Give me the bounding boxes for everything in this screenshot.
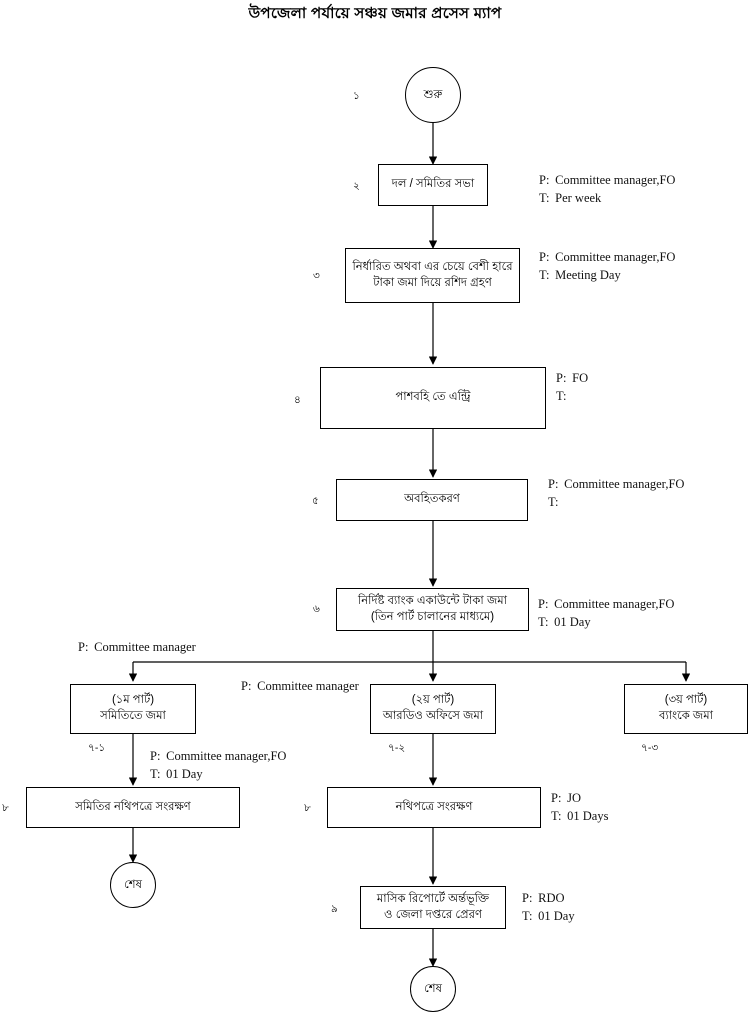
step-number-5: ৫ — [312, 495, 319, 507]
annotation-person-key: P: — [538, 597, 549, 611]
annotation-person-key: P: — [78, 640, 89, 654]
annotation-person-value: Committee manager,FO — [555, 173, 676, 187]
annotation-step-6: P: Committee manager,FO T: 01 Day — [538, 596, 674, 632]
annotation-time-key: T: — [539, 190, 550, 205]
annotation-person-key: P: — [556, 371, 567, 385]
annotation-person-value: Committee manager — [257, 679, 359, 693]
step-number-8-middle: ৮ — [304, 802, 311, 814]
annotation-person-value: Committee manager,FO — [554, 597, 675, 611]
annotation-person-value: Committee manager,FO — [166, 749, 287, 763]
node-part-1-society[interactable]: (১ম পার্ট) সমিতিতে জমা — [70, 684, 196, 734]
node-deposit-receipt[interactable]: নির্ধারিত অথবা এর চেয়ে বেশী হারে টাকা জ… — [345, 248, 520, 303]
step-number-2: ২ — [353, 180, 360, 192]
annotation-time-key: T: — [522, 908, 533, 923]
step-number-7-3: ৭-৩ — [641, 742, 659, 754]
annotation-time-value: 01 Day — [166, 766, 203, 781]
node-part-3-bank-line-1: (৩য় পার্ট) — [664, 694, 708, 707]
annotation-time-key: T: — [539, 267, 550, 282]
annotation-step-5: P: Committee manager,FO T: — [548, 476, 684, 512]
node-passbook-entry-line-1: পাশবহি তে এন্ট্রি — [395, 391, 471, 404]
annotation-person-value: FO — [572, 371, 589, 385]
node-bank-account-deposit-line-1: নির্দিষ্ট ব্যাংক একাউন্টে টাকা জমা — [358, 594, 507, 607]
annotation-person-key: P: — [548, 477, 559, 491]
step-number-7-1: ৭-১ — [88, 742, 106, 754]
annotation-time-key: T: — [551, 808, 562, 823]
annotation-person-key: P: — [241, 679, 252, 693]
node-part-1-society-line-2: সমিতিতে জমা — [100, 710, 166, 722]
annotation-step-9: P: RDO T: 01 Day — [522, 890, 575, 926]
node-part-1-society-line-1: (১ম পার্ট) — [111, 694, 155, 707]
annotation-time-value: 01 Day — [538, 908, 575, 923]
annotation-step-4: P: FO T: — [556, 370, 588, 406]
annotation-step-7-2: P: Committee manager — [241, 678, 359, 696]
annotation-step-8-left: P: Committee manager,FO T: 01 Day — [150, 748, 286, 784]
node-end-left-label: শেষ — [124, 878, 142, 891]
node-part-2-rdo-office-line-2: আরডিও অফিসে জমা — [382, 710, 484, 722]
annotation-time-value: Meeting Day — [555, 267, 621, 282]
annotation-time-key: T: — [548, 494, 559, 509]
node-end-bottom-label: শেষ — [424, 982, 442, 995]
node-deposit-receipt-line-2: টাকা জমা দিয়ে রশিদ গ্রহণ — [373, 276, 492, 289]
node-monthly-report-line-1: মাসিক রিপোর্টে অর্ন্তভূক্তি — [376, 892, 490, 905]
node-group-meeting[interactable]: দল / সমিতির সভা — [378, 164, 488, 206]
annotation-person-value: Committee manager,FO — [564, 477, 685, 491]
annotation-person-key: P: — [522, 891, 533, 905]
annotation-time-key: T: — [556, 388, 567, 403]
node-bank-account-deposit[interactable]: নির্দিষ্ট ব্যাংক একাউন্টে টাকা জমা (তিন … — [336, 588, 529, 631]
step-number-4: ৪ — [294, 394, 301, 406]
node-notification[interactable]: অবহিতকরণ — [336, 479, 528, 521]
annotation-time-value: Per week — [555, 190, 602, 205]
node-bank-account-deposit-line-2: (তিন পার্ট চালানের মাধ্যমে) — [370, 610, 495, 623]
node-part-2-rdo-office-line-1: (২য় পার্ট) — [411, 694, 455, 707]
step-number-8-left: ৮ — [2, 802, 9, 814]
annotation-person-key: P: — [539, 250, 550, 264]
annotation-step-8-middle: P: JO T: 01 Days — [551, 790, 608, 826]
node-start-label: শুরু — [423, 88, 443, 101]
node-society-records[interactable]: সমিতির নথিপত্রে সংরক্ষণ — [26, 787, 240, 828]
annotation-time-value: 01 Day — [554, 614, 591, 629]
annotation-time-value: 01 Days — [567, 808, 609, 823]
annotation-person-value: RDO — [538, 891, 565, 905]
node-office-records[interactable]: নথিপত্রে সংরক্ষণ — [327, 787, 541, 828]
step-number-6: ৬ — [313, 603, 320, 615]
node-end-left[interactable]: শেষ — [110, 862, 156, 908]
annotation-step-2: P: Committee manager,FO T: Per week — [539, 172, 675, 208]
annotation-step-3: P: Committee manager,FO T: Meeting Day — [539, 249, 675, 285]
node-part-3-bank-line-2: ব্যাংকে জমা — [659, 710, 713, 722]
node-part-3-bank[interactable]: (৩য় পার্ট) ব্যাংকে জমা — [624, 684, 748, 734]
annotation-person-value: Committee manager,FO — [555, 250, 676, 264]
node-monthly-report-line-2: ও জেলা দপ্তরে প্রেরণ — [384, 908, 482, 921]
node-group-meeting-line-1: দল / সমিতির সভা — [391, 178, 475, 191]
annotation-time-key: T: — [150, 766, 161, 781]
step-number-7-2: ৭-২ — [388, 742, 406, 754]
node-passbook-entry[interactable]: পাশবহি তে এন্ট্রি — [320, 367, 546, 429]
node-monthly-report[interactable]: মাসিক রিপোর্টে অর্ন্তভূক্তি ও জেলা দপ্তর… — [360, 886, 506, 929]
step-number-9: ৯ — [331, 903, 338, 915]
annotation-step-7-1: P: Committee manager — [78, 639, 196, 657]
node-office-records-line-1: নথিপত্রে সংরক্ষণ — [395, 800, 473, 813]
annotation-person-key: P: — [551, 791, 562, 805]
annotation-person-key: P: — [150, 749, 161, 763]
node-part-2-rdo-office[interactable]: (২য় পার্ট) আরডিও অফিসে জমা — [370, 684, 496, 734]
step-number-3: ৩ — [313, 270, 320, 282]
annotation-time-key: T: — [538, 614, 549, 629]
node-notification-line-1: অবহিতকরণ — [404, 493, 460, 506]
node-start[interactable]: শুরু — [405, 67, 461, 123]
node-society-records-line-1: সমিতির নথিপত্রে সংরক্ষণ — [75, 800, 191, 813]
node-deposit-receipt-line-1: নির্ধারিত অথবা এর চেয়ে বেশী হারে — [352, 260, 513, 273]
step-number-1: ১ — [353, 90, 360, 102]
annotation-person-key: P: — [539, 173, 550, 187]
annotation-person-value: JO — [567, 791, 582, 805]
annotation-person-value: Committee manager — [94, 640, 196, 654]
node-end-bottom[interactable]: শেষ — [410, 966, 456, 1012]
page-title: উপজেলা পর্যায়ে সঞ্চয় জমার প্রসেস ম্যাপ — [248, 5, 502, 22]
